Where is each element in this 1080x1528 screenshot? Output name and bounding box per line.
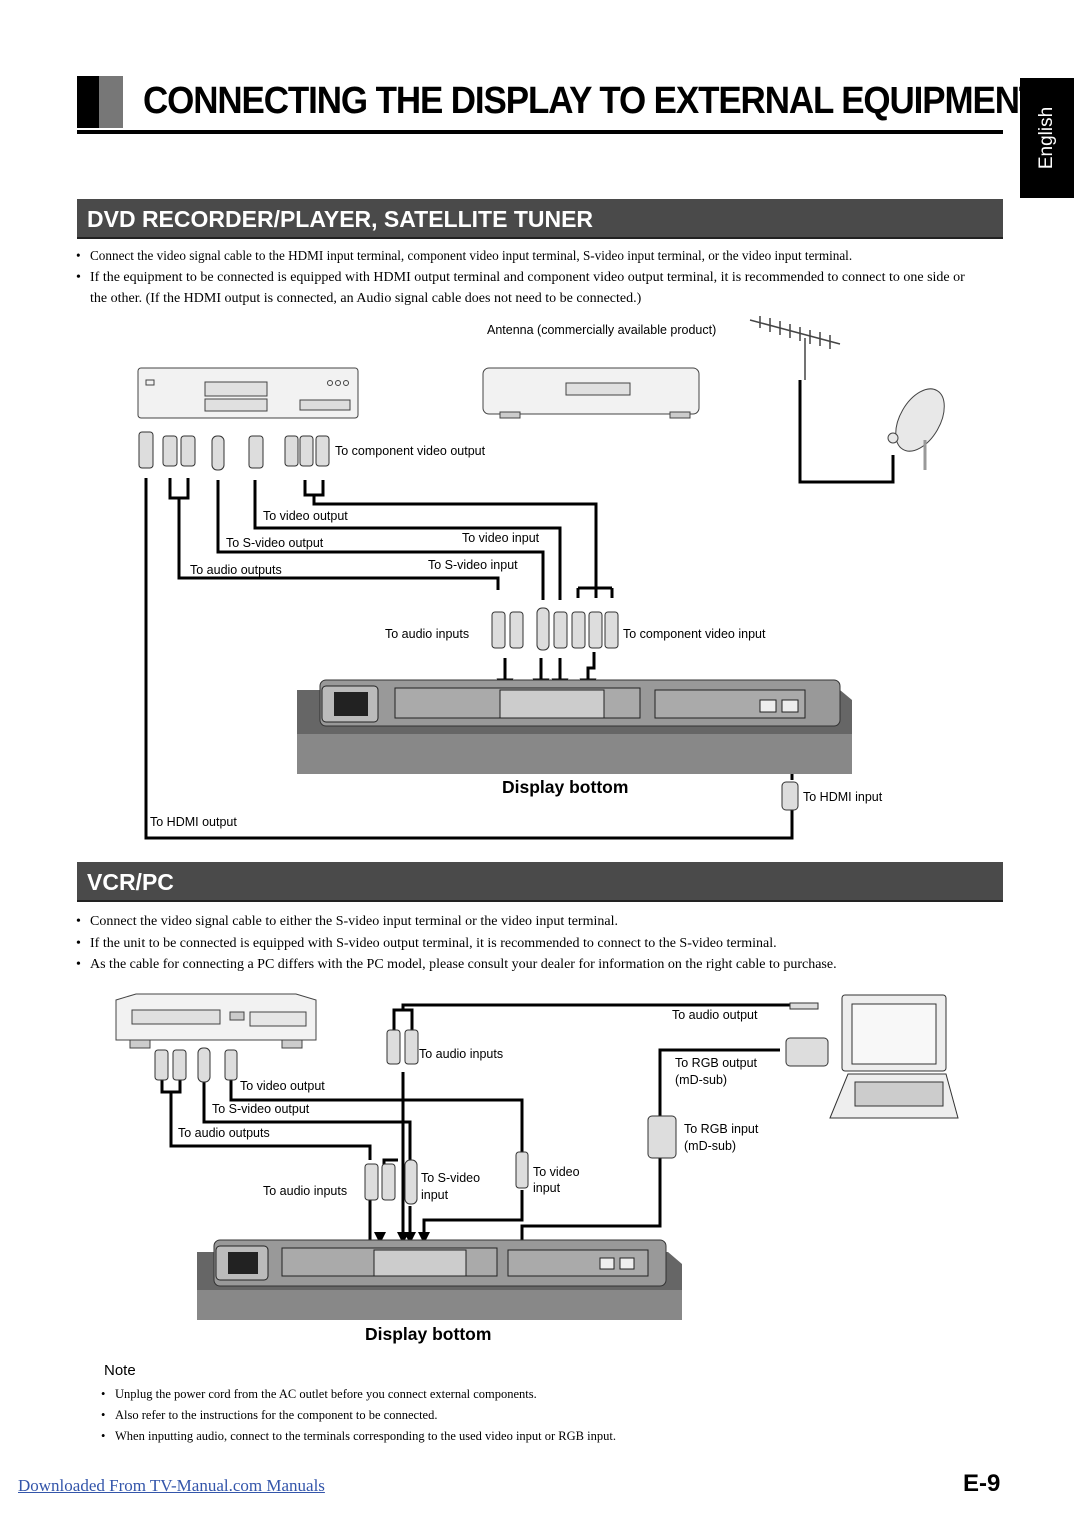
title-underline	[77, 130, 1003, 134]
label-display-bottom-2: Display bottom	[365, 1324, 492, 1344]
note-list: Unplug the power cord from the AC outlet…	[101, 1384, 616, 1447]
dvd-cable-plugs	[138, 431, 799, 811]
language-tab: English	[1020, 78, 1074, 198]
display-bottom-illustration-1	[297, 679, 852, 774]
label-rgb-input: To RGB input	[684, 1122, 759, 1136]
label-display-bottom-1: Display bottom	[502, 777, 629, 797]
vcr-wiring	[160, 1003, 790, 1250]
label-vcr-audio-inputs-top: To audio inputs	[419, 1047, 504, 1061]
title-accent-black	[77, 76, 99, 128]
page-title: CONNECTING THE DISPLAY TO EXTERNAL EQUIP…	[143, 80, 1040, 122]
label-svideo-output: To S-video output	[226, 536, 324, 550]
vcr-illustration	[115, 993, 317, 1049]
page-title-bar: CONNECTING THE DISPLAY TO EXTERNAL EQUIP…	[77, 76, 1040, 136]
label-video-output: To video output	[263, 509, 348, 523]
vcr-bullet-list: Connect the video signal cable to either…	[76, 911, 976, 976]
footer-download-link[interactable]: Downloaded From TV-Manual.com Manuals	[18, 1476, 325, 1495]
page-number: E-9	[963, 1470, 1001, 1497]
label-antenna: Antenna (commercially available product)	[487, 323, 717, 337]
vcr-bullet: Connect the video signal cable to either…	[76, 911, 976, 933]
label-svideo-input: To S-video input	[428, 558, 518, 572]
label-vcr-svideo-output: To S-video output	[212, 1102, 310, 1116]
dvd-bullet: Connect the video signal cable to the HD…	[76, 245, 976, 267]
label-rgb-output: To RGB output	[675, 1056, 757, 1070]
note-item: Also refer to the instructions for the c…	[101, 1405, 616, 1426]
label-vcr-video-output: To video output	[240, 1079, 325, 1093]
vcr-bullet: If the unit to be connected is equipped …	[76, 933, 976, 955]
label-audio-inputs: To audio inputs	[385, 627, 470, 641]
label-video-input: To video input	[462, 531, 540, 545]
antenna-illustration	[749, 316, 841, 380]
label-audio-outputs: To audio outputs	[190, 563, 282, 577]
label-vcr-svideo-input-1: To S-video	[421, 1171, 481, 1185]
title-accent-gray	[99, 76, 123, 128]
dvd-bullet: If the equipment to be connected is equi…	[76, 267, 976, 310]
satellite-tuner-illustration	[482, 367, 700, 419]
dvd-bullet-list: Connect the video signal cable to the HD…	[76, 245, 976, 310]
section-heading-dvd: DVD RECORDER/PLAYER, SATELLITE TUNER	[77, 199, 1003, 239]
label-vcr-svideo-input-2: input	[421, 1188, 449, 1202]
note-heading: Note	[104, 1362, 136, 1379]
label-rgb-input-sub: (mD-sub)	[684, 1139, 737, 1153]
label-component-input: To component video input	[623, 627, 766, 641]
note-item: When inputting audio, connect to the ter…	[101, 1426, 616, 1447]
label-vcr-video-input-1: To video	[533, 1165, 580, 1179]
laptop-illustration	[829, 994, 959, 1119]
label-vcr-audio-outputs: To audio outputs	[178, 1126, 270, 1140]
label-rgb-output-sub: (mD-sub)	[675, 1073, 728, 1087]
label-hdmi-output: To HDMI output	[150, 815, 237, 829]
vcr-cable-plugs	[154, 1002, 829, 1205]
label-vcr-audio-inputs: To audio inputs	[263, 1184, 348, 1198]
label-vcr-video-input-2: input	[533, 1181, 561, 1195]
label-hdmi-input: To HDMI input	[803, 790, 883, 804]
display-bottom-illustration-2	[197, 1239, 682, 1320]
dvd-recorder-illustration	[137, 367, 359, 419]
label-component-output: To component video output	[335, 444, 486, 458]
note-item: Unplug the power cord from the AC outlet…	[101, 1384, 616, 1405]
satellite-dish-illustration	[887, 388, 945, 470]
section-heading-vcr: VCR/PC	[77, 862, 1003, 902]
vcr-bullet: As the cable for connecting a PC differs…	[76, 954, 976, 976]
label-vcr-audio-output: To audio output	[672, 1008, 758, 1022]
